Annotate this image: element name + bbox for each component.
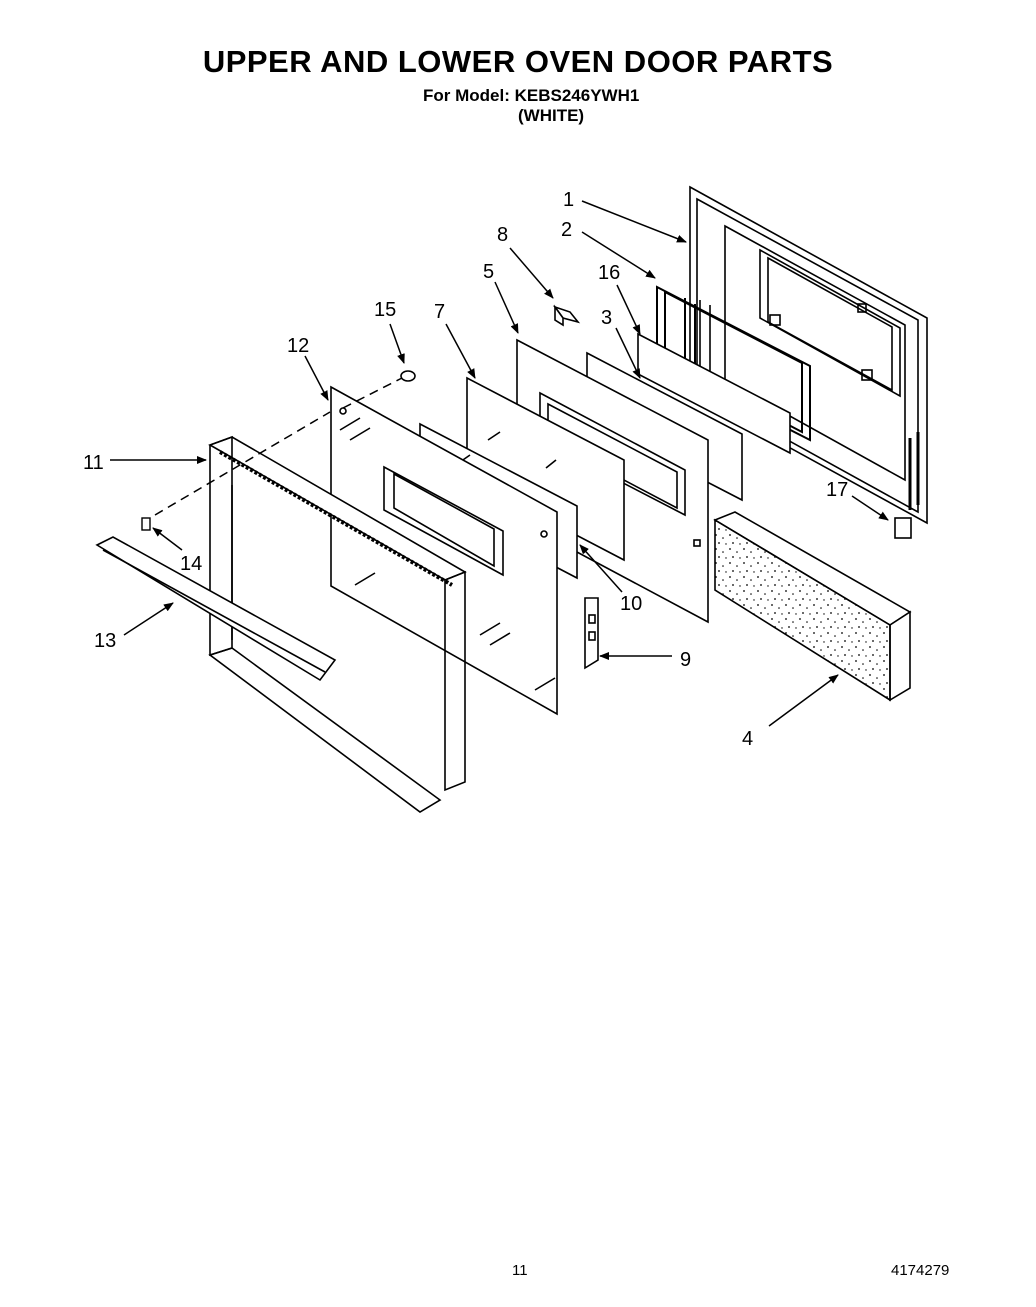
callout-12: 12 [287, 335, 309, 357]
callout-14: 14 [180, 553, 202, 575]
callout-2: 2 [561, 219, 572, 241]
page-title: UPPER AND LOWER OVEN DOOR PARTS [202, 44, 834, 79]
door-bracket [584, 597, 599, 670]
callout-11: 11 [83, 452, 104, 474]
bumper-washer [400, 370, 416, 382]
callout-9: 9 [680, 649, 691, 671]
document-number: 4174279 [891, 1262, 950, 1279]
model-number: For Model: KEBS246YWH1 [423, 86, 640, 105]
outer-door-frame [208, 435, 467, 813]
callout-4: 4 [742, 728, 753, 750]
callout-15: 15 [374, 299, 396, 321]
callout-7: 7 [434, 301, 445, 323]
model-color: (WHITE) [518, 106, 585, 125]
bottom-door-trim [95, 536, 337, 682]
door-spacer [141, 517, 151, 531]
outer-glass-panel [330, 385, 558, 716]
leader-lines [110, 200, 889, 727]
callout-labels: 1 2 8 16 5 15 7 3 12 11 17 14 10 13 9 4 [83, 189, 848, 750]
callout-1: 1 [563, 189, 574, 211]
door-foot [894, 517, 912, 539]
callout-17: 17 [826, 479, 848, 501]
page-number: 11 [512, 1262, 528, 1279]
callout-5: 5 [483, 261, 494, 283]
callout-3: 3 [601, 307, 612, 329]
insulation-block [713, 511, 912, 702]
inner-door-panel [689, 185, 928, 525]
callout-13: 13 [94, 630, 116, 652]
callout-10: 10 [620, 593, 642, 615]
glass-panel-middle [466, 376, 625, 562]
callout-8: 8 [497, 224, 508, 246]
glass-clip [552, 304, 581, 327]
callout-16: 16 [598, 262, 620, 284]
